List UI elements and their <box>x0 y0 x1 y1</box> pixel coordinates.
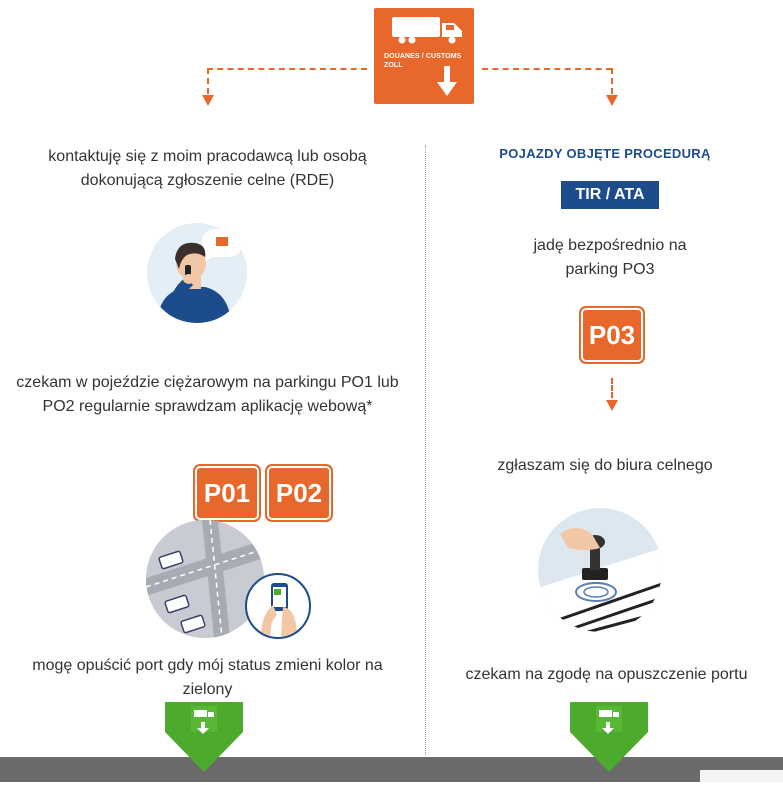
left-arrow-icon <box>202 95 214 106</box>
right-step2-text: zgłaszam się do biura celnego <box>497 457 713 474</box>
corner-box <box>700 770 783 782</box>
parking-sign-po3-label: P03 <box>588 320 636 350</box>
column-divider <box>425 145 426 755</box>
right-connector-line <box>482 68 612 70</box>
green-exit-icon <box>165 702 243 780</box>
parking-sign-po3: P03 <box>580 307 644 363</box>
parking-sign-po1-label: P01 <box>203 478 251 508</box>
procedure-badge: TIR / ATA <box>561 181 659 209</box>
right-mid-connector <box>611 378 613 398</box>
left-connector-line <box>207 68 367 70</box>
right-step3-text: czekam na zgodę na opuszczenie portu <box>465 666 748 683</box>
customs-label-line1: DOUANES / CUSTOMS <box>384 53 462 60</box>
green-exit-icon <box>570 702 648 780</box>
bottom-bar <box>0 757 783 782</box>
stamp-illustration <box>538 508 662 632</box>
procedure-title: POJAZDY OBJĘTE PROCEDURĄ <box>499 146 711 161</box>
parking-sign-po2: P02 <box>266 465 332 521</box>
right-connector-drop <box>611 68 613 94</box>
left-step2-text: czekam w pojeździe ciężarowym na parking… <box>16 374 399 415</box>
truck-icon <box>392 17 462 96</box>
left-step3-text: mogę opuścić port gdy mój status zmieni … <box>32 657 383 698</box>
right-step1-text: jadę bezpośrednio na parking PO3 <box>533 237 687 278</box>
customs-sign: DOUANES / CUSTOMS ZOLL <box>374 8 474 104</box>
parking-sign-po2-label: P02 <box>275 478 323 508</box>
parking-lot-illustration <box>146 520 264 638</box>
phone-app-icon <box>245 573 311 639</box>
left-connector-drop <box>207 68 209 94</box>
right-mid-arrow-icon <box>606 400 618 411</box>
customs-label-line2: ZOLL <box>384 62 403 69</box>
right-arrow-icon <box>606 95 618 106</box>
phone-call-illustration <box>147 223 247 323</box>
parking-sign-po1: P01 <box>194 465 260 521</box>
left-step1-text: kontaktuję się z moim pracodawcą lub oso… <box>48 148 367 189</box>
